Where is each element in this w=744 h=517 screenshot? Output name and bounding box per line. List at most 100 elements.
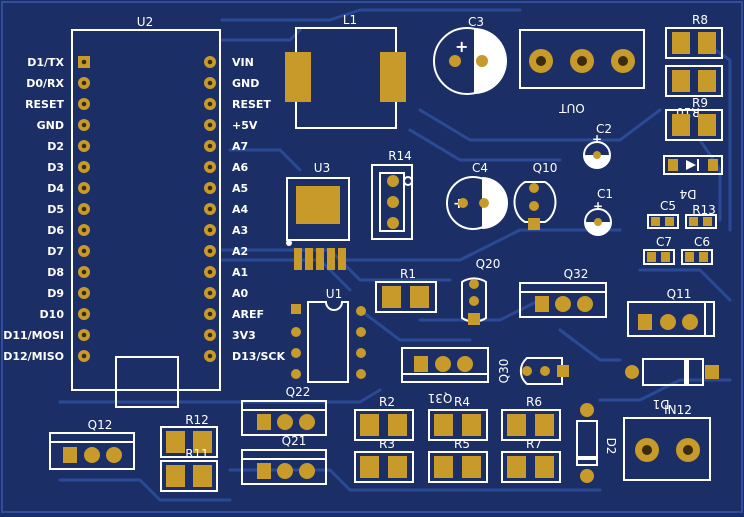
label-c2: C2 (596, 122, 612, 136)
label-r7: R7 (526, 437, 542, 451)
label-q31: Q31 (428, 391, 453, 405)
component-q30: Q30 (497, 357, 569, 385)
u2-left-pin-label: D1/TX (27, 56, 64, 69)
component-q10: Q10 (513, 161, 558, 230)
u2-left-pin-label: D12/MISO (3, 350, 64, 363)
u2-left-pin-label: D0/RX (26, 77, 64, 90)
u2-right-pin-label: D13/SCK (232, 350, 285, 363)
u2-pin-hole (207, 290, 213, 296)
u2-pin-hole (207, 185, 213, 191)
component-q20: Q20 (461, 257, 500, 325)
label-in12: IN12 (664, 403, 692, 417)
u2-right-pin-label: A0 (232, 287, 249, 300)
component-r8: R8 (665, 13, 723, 59)
u2-left-pin-label: D11/MOSI (3, 329, 64, 342)
u2-pin-hole (81, 332, 87, 338)
u2-right-pin-label: A6 (232, 161, 249, 174)
label-c4: C4 (472, 161, 488, 175)
u2-pin-hole (81, 80, 87, 86)
component-q21: Q21 (241, 434, 327, 485)
label-c5: C5 (660, 199, 676, 213)
label-r6: R6 (526, 395, 542, 409)
svg-text:+: + (592, 132, 602, 146)
label-r8: R8 (692, 13, 708, 27)
label-q21: Q21 (282, 434, 307, 448)
u2-left-pin-label: D7 (47, 245, 64, 258)
label-c6: C6 (694, 235, 710, 249)
label-r9: R9 (692, 96, 708, 110)
u2-pin-hole (81, 269, 87, 275)
u2-pin-hole (81, 227, 87, 233)
u2-left-pin-label: GND (37, 119, 64, 132)
u2-right-pin-label: A2 (232, 245, 248, 258)
component-r2: R2 (354, 395, 414, 441)
u2-left-pin-label: D10 (40, 308, 65, 321)
label-q10: Q10 (533, 161, 558, 175)
u2-pin-hole (81, 185, 87, 191)
label-q22: Q22 (286, 385, 311, 399)
component-d2: D2 (576, 403, 618, 483)
svg-text:+: + (593, 199, 603, 213)
u2-pin-hole (81, 311, 87, 317)
u2-right-pin-label: A4 (232, 203, 249, 216)
component-c7: C7 (643, 235, 675, 265)
label-r5: R5 (454, 437, 470, 451)
u2-pin-hole (81, 164, 87, 170)
svg-text:+: + (455, 37, 468, 56)
label-r13: R13 (692, 203, 716, 217)
u2-pin-hole (81, 353, 87, 359)
u2-right-pin-label: VIN (232, 56, 254, 69)
component-r9: R9 (665, 96, 723, 141)
u2-pin-hole (81, 101, 87, 107)
component-c2: + C2 (583, 122, 612, 169)
u2-pin-hole (207, 248, 213, 254)
label-r3: R3 (379, 437, 395, 451)
component-r3: R3 (354, 437, 414, 483)
component-u3: U3 (286, 161, 350, 270)
u2-right-pin-label: GND (232, 77, 259, 90)
label-q11: Q11 (667, 287, 692, 301)
u2-right-pin-pads (204, 56, 216, 362)
u2-pin-hole (207, 227, 213, 233)
u2-pin-hole (81, 290, 87, 296)
label-d1: D1 (653, 397, 670, 411)
u2-right-pin-label: +5V (232, 119, 258, 132)
u2-pin-hole (207, 332, 213, 338)
component-r14: R14 (371, 149, 413, 240)
component-r13: R13 (685, 203, 717, 229)
component-r4: R4 (428, 395, 488, 441)
label-q32: Q32 (564, 267, 589, 281)
u2-pin-hole (207, 269, 213, 275)
u2-pin-hole (81, 206, 87, 212)
u2-left-pin-label: D2 (47, 140, 64, 153)
component-c3: + C3 (433, 15, 507, 95)
u2-left-pin-label: D5 (47, 203, 64, 216)
label-r14: R14 (388, 149, 412, 163)
component-c5: C5 (647, 199, 679, 229)
component-c6: C6 (681, 235, 713, 265)
label-d2: D2 (604, 438, 618, 455)
component-q12: Q12 (49, 418, 135, 470)
component-u2: U2 (71, 15, 221, 408)
label-r11: R11 (185, 447, 209, 461)
component-l1: L1 (285, 13, 406, 129)
label-c7: C7 (656, 235, 672, 249)
u2-pin-hole (207, 122, 213, 128)
u2-pin-hole (81, 122, 87, 128)
u2-right-pin-labels: VINGNDRESET+5VA7A6A5A4A3A2A1A0AREF3V3D13… (232, 56, 285, 363)
component-u1: U1 (291, 287, 366, 383)
component-q11: Q11 (627, 287, 715, 337)
label-q12: Q12 (88, 418, 113, 432)
u2-right-pin-label: RESET (232, 98, 271, 111)
u2-right-pin-label: 3V3 (232, 329, 256, 342)
label-c3: C3 (468, 15, 484, 29)
label-r4: R4 (454, 395, 470, 409)
u2-right-pin-label: A7 (232, 140, 248, 153)
u2-pin-hole (207, 206, 213, 212)
u2-pin-hole (207, 59, 213, 65)
component-q31: Q31 (401, 347, 489, 405)
component-r7: R7 (501, 437, 561, 483)
label-c1: C1 (597, 187, 613, 201)
u2-left-pin-label: D4 (47, 182, 64, 195)
